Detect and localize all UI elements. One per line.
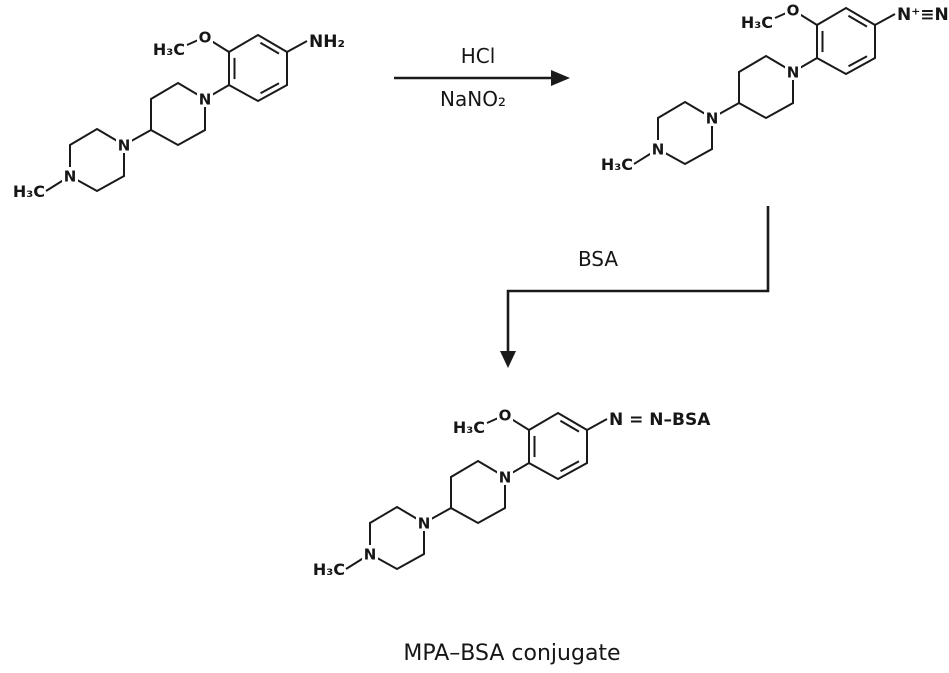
heteroatom-masks	[650, 1, 801, 157]
piperazine-methyl-label: H₃C	[601, 155, 633, 174]
amine-group-label: NH₂	[309, 32, 345, 52]
arrow-head	[500, 351, 516, 368]
scheme-caption: MPA–BSA conjugate	[403, 641, 620, 666]
diazonium-group-label: N⁺≡N	[897, 5, 949, 25]
structure-mpa-bsa-conjugate: H₃C N N N O H₃C N = N–BSA	[313, 406, 711, 579]
piperidine-n-label: N	[199, 91, 212, 109]
methoxy-o-label: O	[199, 29, 212, 47]
azo-bsa-group-label: N = N–BSA	[609, 410, 711, 430]
methoxy-o-label: O	[787, 2, 800, 20]
methoxy-methyl-label: H₃C	[741, 13, 773, 32]
piperazine-n-label: N	[706, 110, 719, 128]
reaction-arrow-step2: BSA	[500, 206, 770, 368]
structure-mpa-diazonium: H₃C N N N O H₃C N⁺≡N	[601, 1, 949, 174]
reaction-arrow-step1: HCl NaNO₂	[394, 44, 570, 111]
arrow-head	[551, 70, 570, 86]
structure-mpa-amine: H₃C N N N O H₃C NH₂	[13, 28, 345, 201]
reagent-bsa-label: BSA	[578, 247, 618, 271]
piperazine-methyl-label: H₃C	[313, 560, 345, 579]
heteroatom-masks	[362, 406, 513, 562]
piperazine-n-label: N	[364, 546, 377, 564]
piperazine-n-label: N	[652, 141, 665, 159]
methoxy-methyl-label: H₃C	[453, 418, 485, 437]
piperidine-n-label: N	[787, 64, 800, 82]
piperazine-n-label: N	[118, 137, 131, 155]
reagent-nano2-label: NaNO₂	[440, 87, 506, 111]
piperidine-n-label: N	[499, 469, 512, 487]
arrow-shaft	[506, 206, 770, 354]
piperazine-n-label: N	[64, 168, 77, 186]
methoxy-methyl-label: H₃C	[153, 40, 185, 59]
methoxy-o-label: O	[499, 407, 512, 425]
heteroatom-masks	[62, 28, 213, 184]
reagent-hcl-label: HCl	[461, 44, 496, 68]
piperazine-n-label: N	[418, 515, 431, 533]
piperazine-methyl-label: H₃C	[13, 182, 45, 201]
